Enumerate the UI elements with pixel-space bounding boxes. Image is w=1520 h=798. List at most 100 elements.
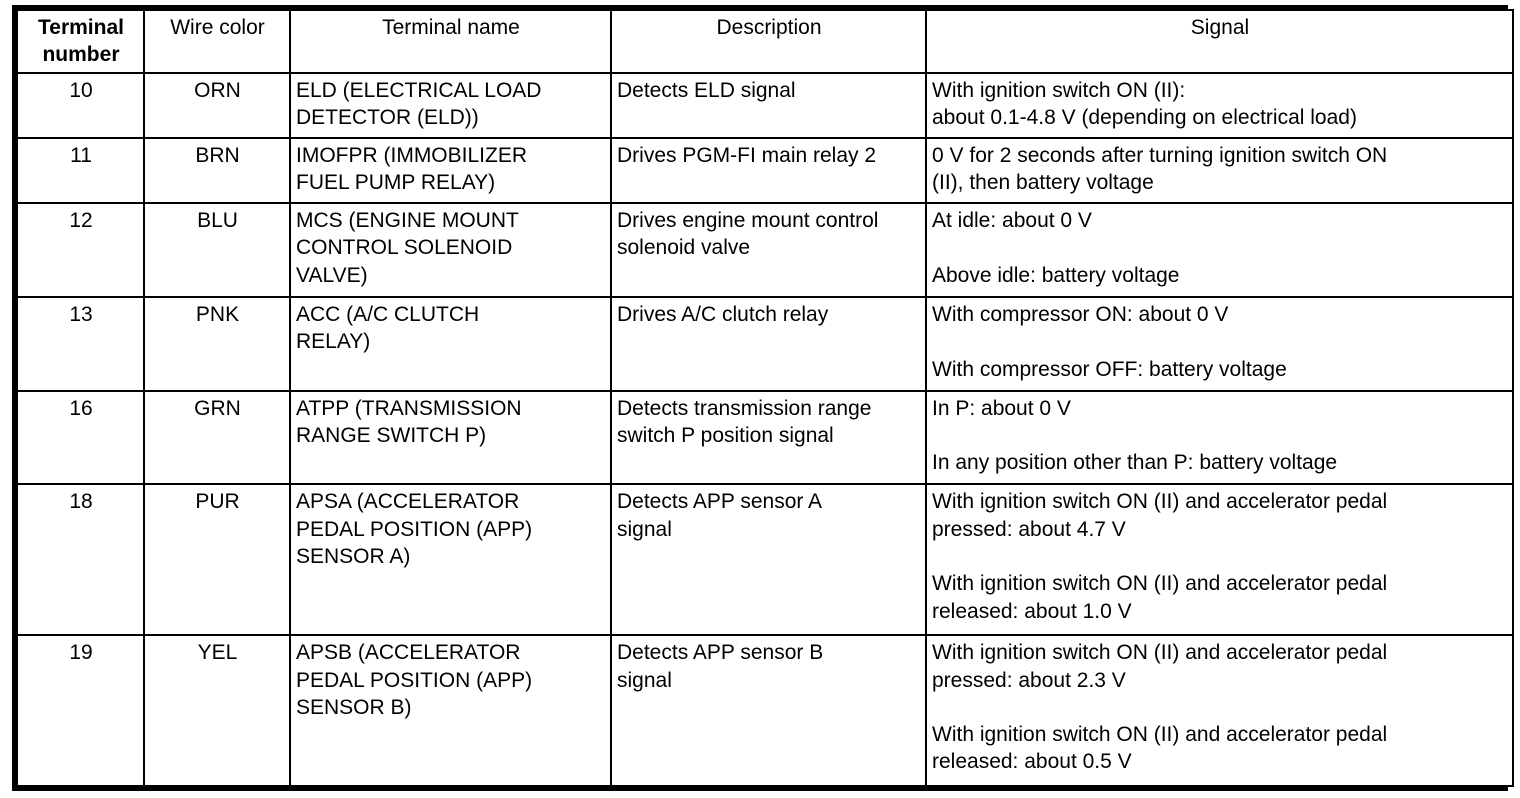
cell-text-line: BLU: [197, 209, 238, 233]
column-header-line: Terminal name: [382, 16, 520, 39]
cell-text-line: CONTROL SOLENOID: [296, 236, 513, 260]
cell-text-line: RELAY): [296, 330, 371, 354]
cell-text-line: released: about 0.5 V: [932, 750, 1132, 774]
cell-text-line: With compressor OFF: battery voltage: [932, 357, 1287, 381]
cell-text-line: 13: [69, 302, 93, 326]
cell-description: Detects APP sensor B signal: [610, 634, 927, 787]
column-header-terminal-name: Terminal name: [289, 9, 612, 74]
cell-text-line: ORN: [194, 78, 241, 102]
cell-terminal-number: 12: [16, 202, 145, 298]
cell-text-line: Drives A/C clutch relay: [617, 302, 829, 326]
cell-text-line: PEDAL POSITION (APP): [296, 517, 533, 541]
cell-text-line: Detects transmission range: [617, 396, 872, 420]
cell-wire-color: BRN: [143, 136, 291, 205]
cell-text-line: APSA (ACCELERATOR: [296, 490, 520, 514]
cell-terminal-number: 10: [16, 71, 145, 139]
cell-text-line: Above idle: battery voltage: [932, 263, 1180, 287]
cell-text-line: YEL: [197, 641, 238, 665]
cell-text-line: PUR: [195, 490, 240, 514]
column-header-line: Description: [716, 16, 822, 39]
column-header-signal: Signal: [925, 9, 1514, 74]
cell-description: Drives PGM-FI main relay 2: [610, 136, 927, 205]
cell-signal: With ignition switch ON (II) and acceler…: [925, 634, 1514, 787]
cell-text-line: 12: [69, 209, 93, 233]
cell-text-line: signal: [617, 668, 672, 692]
cell-text-line: ACC (A/C CLUTCH: [296, 302, 480, 326]
cell-terminal-number: 13: [16, 295, 145, 392]
cell-signal: At idle: about 0 V Above idle: battery v…: [925, 202, 1514, 298]
cell-text-line: Drives PGM-FI main relay 2: [617, 143, 877, 167]
cell-description: Detects ELD signal: [610, 71, 927, 139]
cell-text-line: With ignition switch ON (II):: [932, 78, 1186, 102]
cell-text-line: released: about 1.0 V: [932, 599, 1132, 623]
cell-signal: 0 V for 2 seconds after turning ignition…: [925, 136, 1514, 205]
cell-text-line: [932, 422, 1508, 449]
cell-text-line: 10: [69, 78, 93, 102]
cell-text-line: With ignition switch ON (II) and acceler…: [932, 490, 1388, 514]
cell-text-line: 19: [69, 641, 93, 665]
cell-text-line: MCS (ENGINE MOUNT: [296, 209, 519, 233]
cell-text-line: 18: [69, 490, 93, 514]
cell-text-line: With compressor ON: about 0 V: [932, 302, 1229, 326]
cell-text-line: RANGE SWITCH P): [296, 424, 487, 448]
cell-text-line: (II), then battery voltage: [932, 171, 1154, 195]
cell-text-line: Detects ELD signal: [617, 78, 796, 102]
cell-terminal-name: MCS (ENGINE MOUNT CONTROL SOLENOID VALVE): [289, 202, 612, 298]
cell-terminal-name: APSA (ACCELERATOR PEDAL POSITION (APP) SEN…: [289, 483, 612, 637]
column-header-wire-color: Wire color: [143, 9, 291, 74]
cell-text-line: Drives engine mount control: [617, 209, 879, 233]
cell-terminal-number: 18: [16, 483, 145, 637]
cell-text-line: Detects APP sensor A: [617, 490, 823, 514]
cell-text-line: 16: [69, 396, 93, 420]
column-header-line: Terminal: [38, 16, 124, 39]
cell-text-line: pressed: about 2.3 V: [932, 668, 1126, 692]
cell-text-line: With ignition switch ON (II) and acceler…: [932, 641, 1388, 665]
cell-text-line: With ignition switch ON (II) and acceler…: [932, 723, 1388, 747]
cell-wire-color: PNK: [143, 295, 291, 392]
cell-text-line: At idle: about 0 V: [932, 209, 1092, 233]
cell-text-line: switch P position signal: [617, 424, 834, 448]
cell-text-line: PEDAL POSITION (APP): [296, 668, 533, 692]
cell-text-line: 11: [70, 143, 92, 167]
cell-text-line: DETECTOR (ELD)): [296, 105, 479, 129]
cell-wire-color: ORN: [143, 71, 291, 139]
cell-text-line: IMOFPR (IMMOBILIZER: [296, 143, 527, 167]
cell-description: Drives A/C clutch relay: [610, 295, 927, 392]
column-header-line: Wire color: [170, 16, 265, 39]
cell-signal: With ignition switch ON (II) and acceler…: [925, 483, 1514, 637]
cell-text-line: SENSOR A): [296, 545, 411, 569]
column-header-description: Description: [610, 9, 927, 74]
cell-text-line: [932, 234, 1508, 261]
table-row: 18 PUR APSA (ACCELERATOR PEDAL POSITION (AP…: [16, 483, 1514, 637]
cell-signal: With compressor ON: about 0 V With compr…: [925, 295, 1514, 392]
cell-text-line: pressed: about 4.7 V: [932, 517, 1126, 541]
cell-signal: With ignition switch ON (II): about 0.1-4…: [925, 71, 1514, 139]
cell-terminal-name: IMOFPR (IMMOBILIZER FUEL PUMP RELAY): [289, 136, 612, 205]
cell-terminal-number: 16: [16, 389, 145, 486]
cell-text-line: about 0.1-4.8 V (depending on electrical…: [932, 105, 1357, 129]
cell-text-line: Detects APP sensor B: [617, 641, 824, 665]
cell-text-line: [932, 543, 1508, 570]
column-header-line: Signal: [1190, 16, 1250, 39]
cell-text-line: FUEL PUMP RELAY): [296, 171, 496, 195]
cell-terminal-number: 11: [16, 136, 145, 205]
cell-wire-color: GRN: [143, 389, 291, 486]
cell-signal: In P: about 0 V In any position other th…: [925, 389, 1514, 486]
table-row: 12 BLU MCS (ENGINE MOUNT CONTROL SOLENOID VA…: [16, 202, 1514, 298]
cell-terminal-number: 19: [16, 634, 145, 787]
cell-text-line: VALVE): [296, 263, 368, 287]
cell-description: Detects transmission range switch P posit…: [610, 389, 927, 486]
cell-text-line: GRN: [194, 396, 241, 420]
